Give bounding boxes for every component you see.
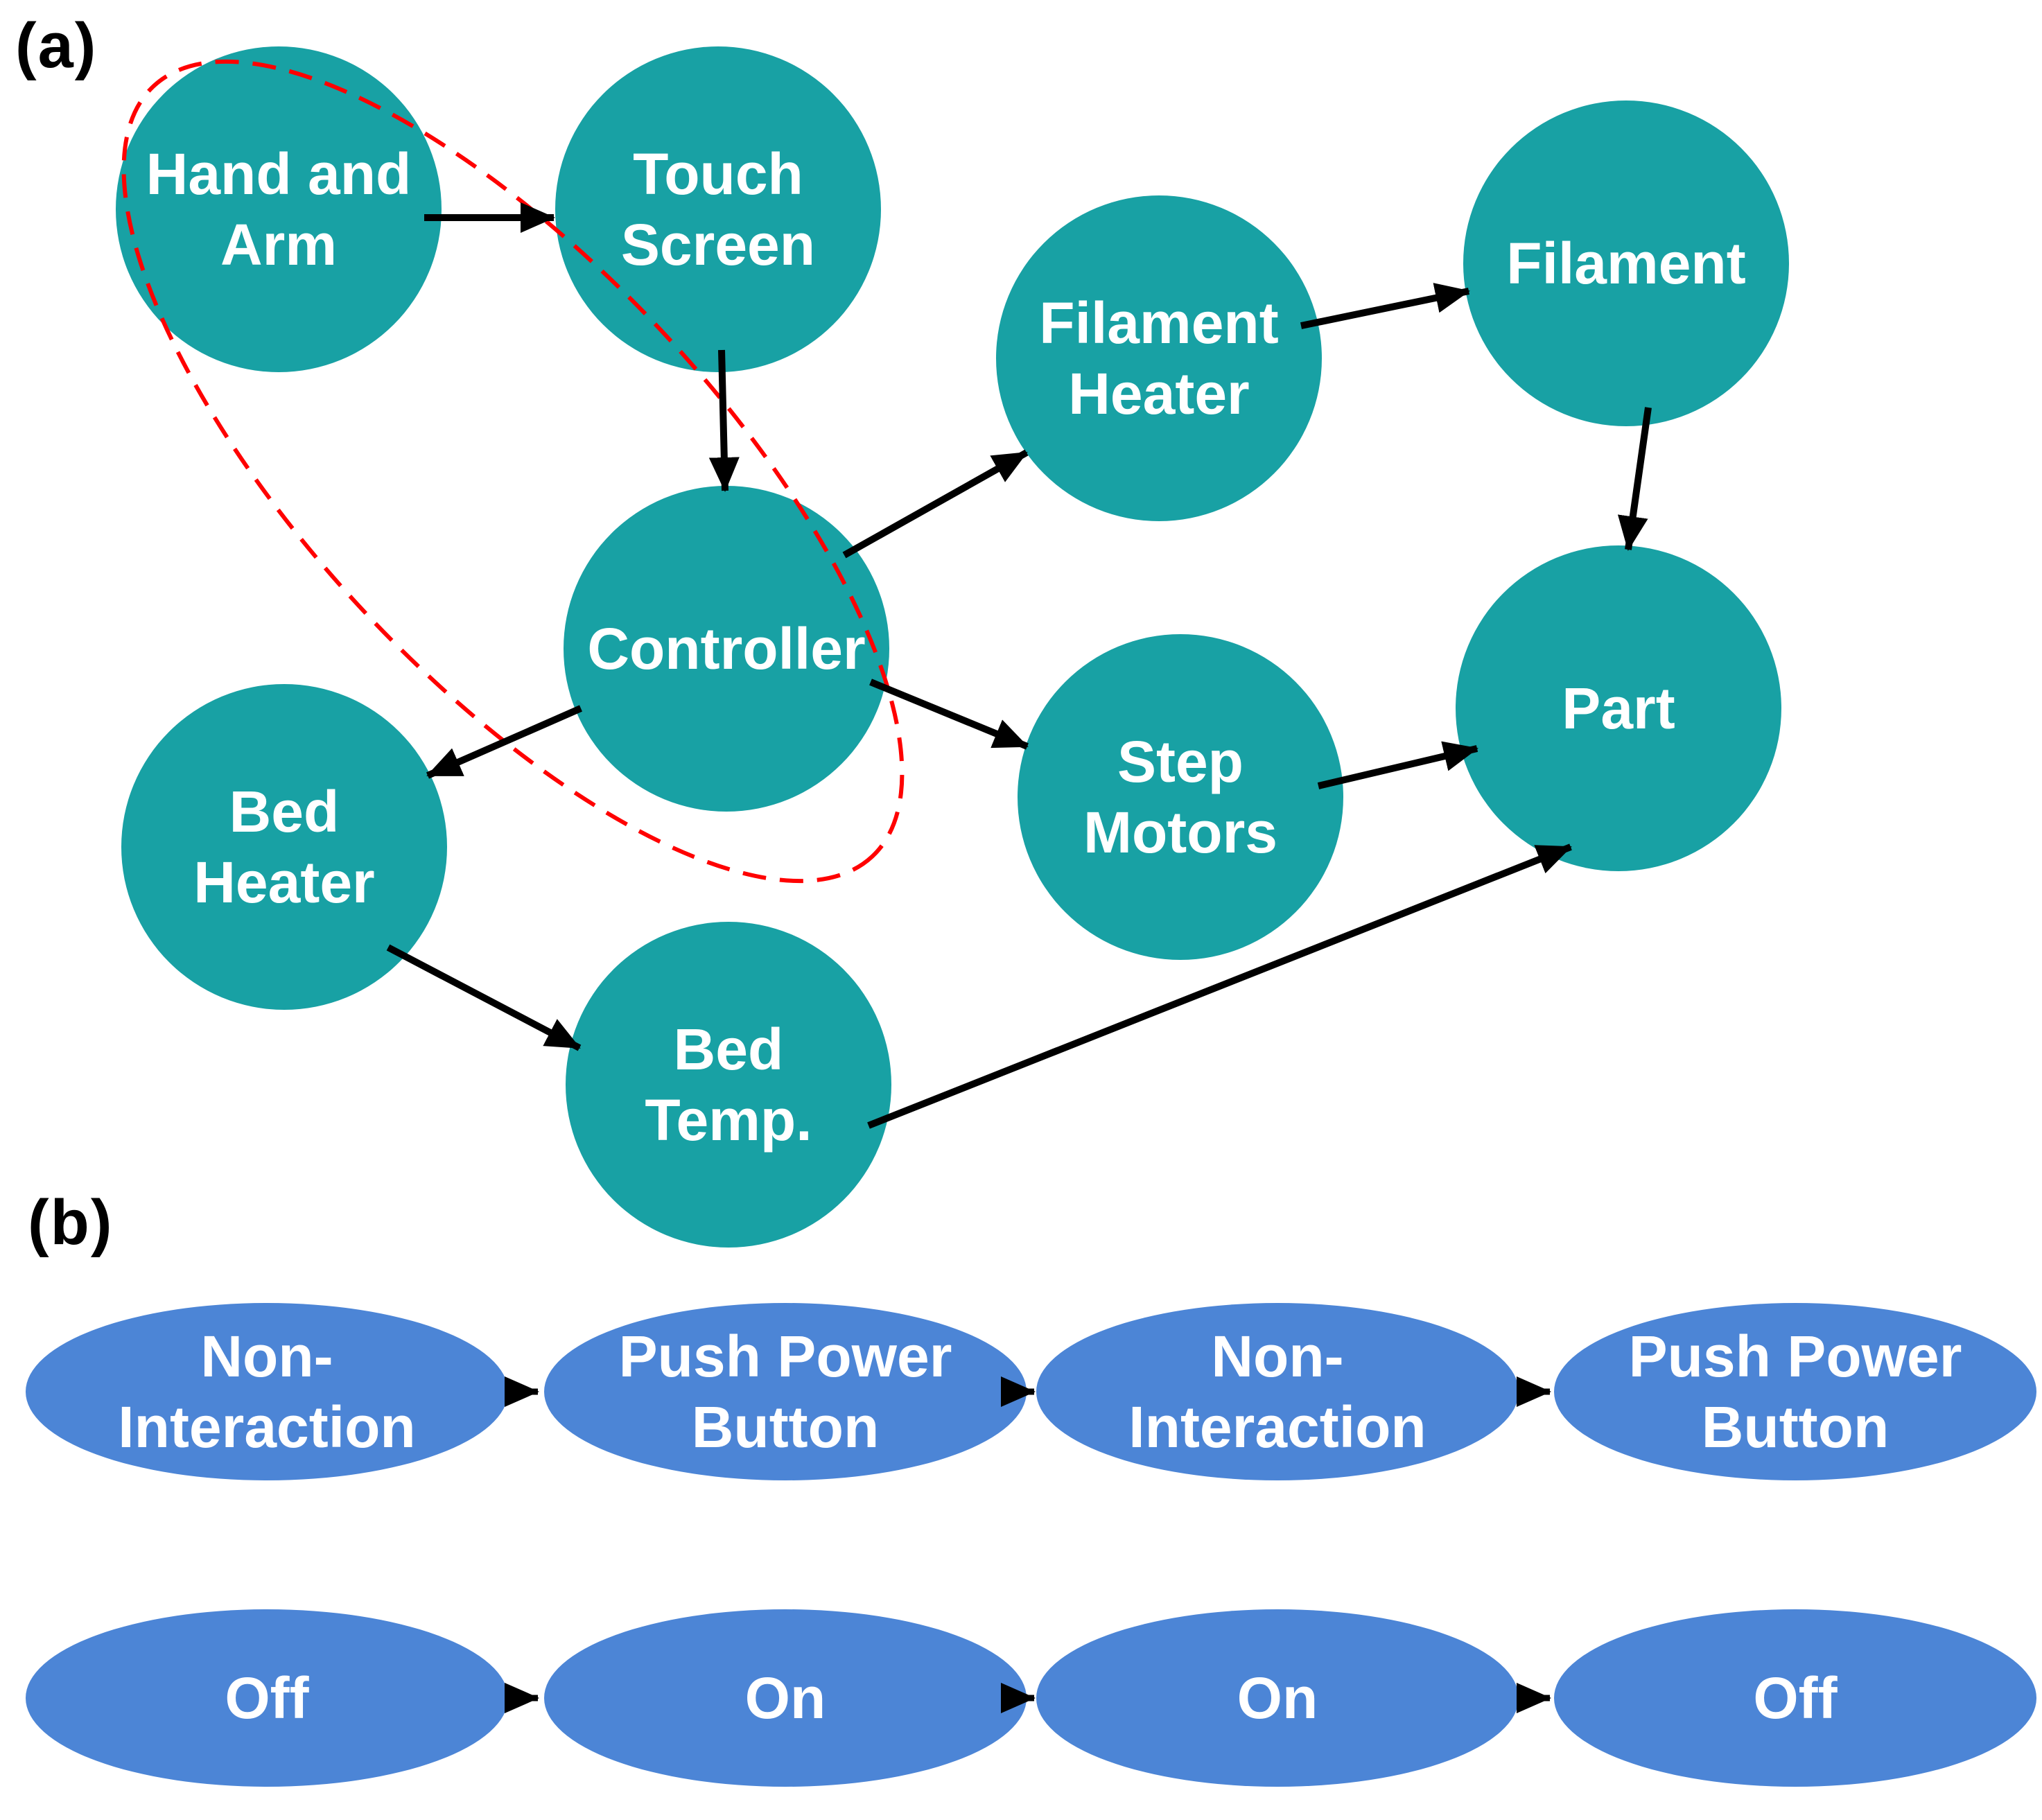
node-b1-push-power-1-label: Push Power Button	[618, 1323, 952, 1460]
node-b1-non-interaction-2: Non- Interaction	[1036, 1303, 1519, 1480]
node-filament-heater-label: Filament Heater	[1039, 290, 1279, 426]
panel-b-label: (b)	[28, 1187, 114, 1258]
node-touch-screen-label: Touch Screen	[620, 141, 816, 277]
edge-controller-to-step-motors	[869, 679, 1029, 750]
node-b2-off-1-label: Off	[225, 1665, 309, 1731]
node-touch-screen: Touch Screen	[555, 46, 881, 372]
node-bed-temp: Bed Temp.	[566, 922, 891, 1248]
edge-filament-to-part	[1617, 407, 1652, 551]
node-controller: Controller	[564, 486, 889, 812]
node-bed-temp-label: Bed Temp.	[645, 1016, 812, 1153]
edge-bed-heater-to-bed-temp	[386, 944, 582, 1051]
node-b1-push-power-1: Push Power Button	[544, 1303, 1027, 1480]
edge-filament-heater-to-filament	[1300, 283, 1470, 329]
node-b1-non-interaction-2-label: Non- Interaction	[1128, 1323, 1426, 1460]
node-hand-arm: Hand and Arm	[116, 46, 442, 372]
node-b1-non-interaction-1: Non- Interaction	[26, 1303, 508, 1480]
node-b1-non-interaction-1-label: Non- Interaction	[118, 1323, 416, 1460]
node-b2-on-1: On	[544, 1609, 1027, 1787]
node-b2-on-2: On	[1036, 1609, 1519, 1787]
node-b2-off-1: Off	[26, 1609, 508, 1787]
node-b2-off-2-label: Off	[1753, 1665, 1838, 1731]
node-b1-push-power-2-label: Push Power Button	[1628, 1323, 1962, 1460]
node-b2-on-1-label: On	[744, 1665, 826, 1731]
node-controller-label: Controller	[587, 615, 866, 681]
node-b2-off-2: Off	[1554, 1609, 2036, 1787]
edge-controller-to-bed-heater	[426, 705, 583, 779]
node-step-motors-label: Step Motors	[1083, 728, 1277, 865]
node-hand-arm-label: Hand and Arm	[146, 141, 412, 277]
node-filament-heater: Filament Heater	[996, 195, 1322, 521]
node-b2-on-2-label: On	[1237, 1665, 1318, 1731]
node-bed-heater: Bed Heater	[121, 684, 447, 1010]
edge-controller-to-filament-heater	[842, 449, 1029, 559]
node-bed-heater-label: Bed Heater	[193, 778, 375, 915]
node-part: Part	[1456, 545, 1781, 871]
node-part-label: Part	[1562, 675, 1675, 741]
node-filament: Filament	[1463, 100, 1789, 426]
node-filament-label: Filament	[1506, 230, 1746, 296]
node-b1-push-power-2: Push Power Button	[1554, 1303, 2036, 1480]
panel-a-label: (a)	[15, 10, 98, 81]
node-step-motors: Step Motors	[1018, 634, 1343, 960]
